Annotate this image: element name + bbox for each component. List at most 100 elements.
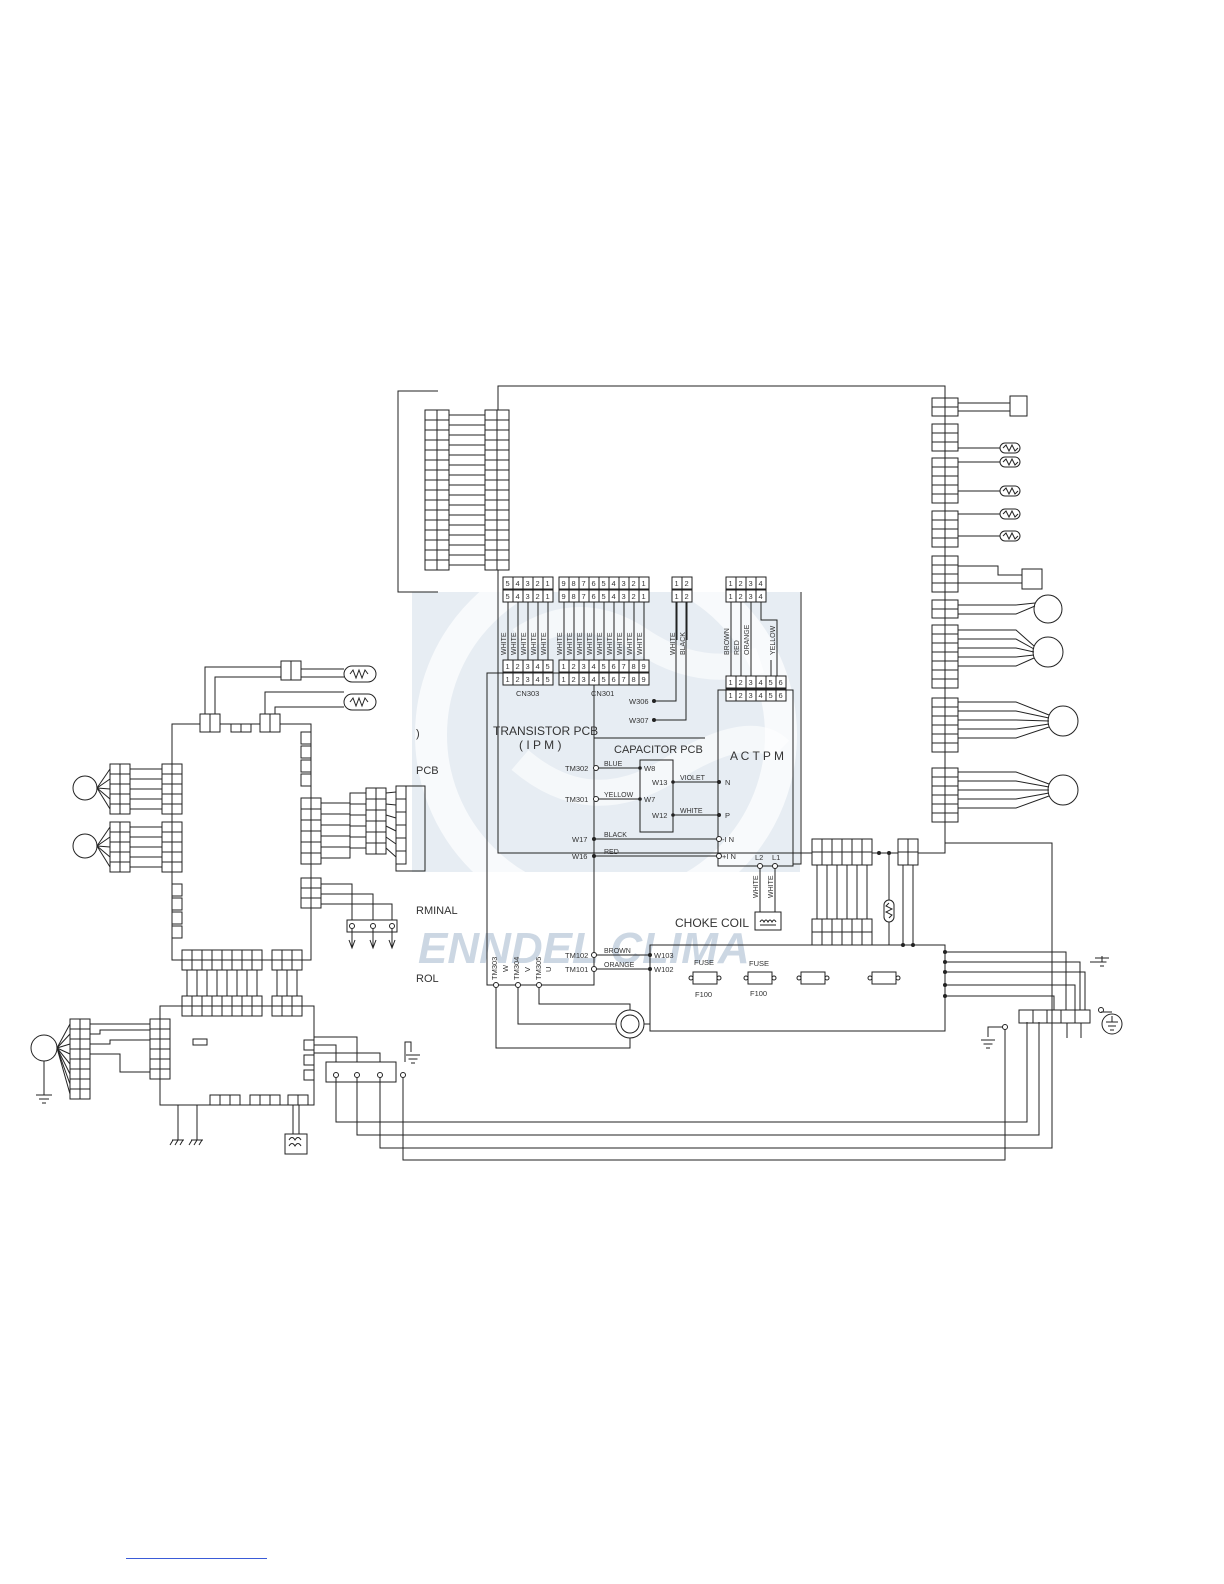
cn301-bot-pin-label: 6 [612, 662, 616, 671]
transformer [284, 1105, 308, 1155]
w102-label: W102 [654, 965, 674, 974]
cn301-top-pin-label: 8 [572, 579, 576, 588]
cn301-bot-pin-label: 5 [602, 662, 606, 671]
capacitor-pcb: CAPACITOR PCB W8 W7 W13 W12 [593, 737, 705, 985]
cn301-top2-pin-label: 2 [632, 592, 636, 601]
cn303-wire-label: WHITE [531, 632, 538, 655]
n-label: N [725, 778, 730, 787]
wpair-wire-label: WHITE [670, 632, 677, 655]
actpm-label: A C T P M [730, 749, 784, 763]
watermark-text: ENNDEL CLIMA [418, 924, 750, 973]
actpm-bot-pin-label: 2 [739, 678, 743, 687]
cn301-top-pin-label: 1 [642, 579, 646, 588]
cn301-bot2-pin-label: 7 [622, 675, 626, 684]
u-phase-label: U [544, 967, 553, 972]
ipm-label: ( I P M ) [519, 738, 561, 752]
cn301-wire-label: WHITE [597, 632, 604, 655]
tm304-label: TM304 [512, 957, 521, 980]
cn301-top-pin-label: 9 [562, 579, 566, 588]
cn303-bot2-pin-label: 3 [526, 675, 530, 684]
cn301-top-pin-label: 2 [632, 579, 636, 588]
cn301-bot2-pin-label: 8 [632, 675, 636, 684]
cn303-top-pin-label: 4 [516, 579, 520, 588]
capacitor-pcb-label: CAPACITOR PCB [614, 744, 703, 756]
actpm-bot-pin-label: 4 [759, 678, 763, 687]
ground-symbols [169, 956, 1123, 1146]
actpm-module: A C T P M N P -I N +I N L2 L1 [716, 689, 794, 869]
cn303-top-pin-label: 2 [536, 579, 540, 588]
main-control-pcb [397, 385, 946, 854]
l1-label: L1 [772, 853, 780, 862]
cn301-top2-pin-label: 3 [622, 592, 626, 601]
cn301-bot-pin-label: 7 [622, 662, 626, 671]
cn301-top2-pin-label: 8 [572, 592, 576, 601]
cn301-bot-pin-label: 2 [572, 662, 576, 671]
w307-label: W307 [629, 716, 649, 725]
fuse-f100b [743, 971, 777, 985]
choke-coil: CHOKE COIL [675, 911, 782, 931]
cn301-top-pin-label: 3 [622, 579, 626, 588]
cn303-wire-label: WHITE [541, 632, 548, 655]
cn303-bot2-pin-label: 2 [516, 675, 520, 684]
cn301-label: CN301 [591, 689, 614, 698]
cn303-top-pin [542, 576, 554, 590]
wpair-top2-pin-label: 2 [685, 592, 689, 601]
actpm-top-pin [755, 576, 767, 590]
wire-orange-label: ORANGE [604, 962, 635, 969]
f100b-label: F100 [750, 989, 767, 998]
compressor-motor [495, 987, 650, 1049]
actpm-bot2-pin-label: 5 [769, 691, 773, 700]
rol-label: ROL [416, 973, 439, 985]
actpm-bot2-pin-label: 3 [749, 691, 753, 700]
actpm-wire-label: BROWN [724, 628, 731, 655]
cn301-top-pin [638, 576, 650, 590]
wire-violet-label: VIOLET [680, 775, 706, 782]
actpm-top2-pin-label: 2 [739, 592, 743, 601]
actpm-top-pin-label: 4 [759, 579, 763, 588]
wire-brown-label: BROWN [604, 948, 631, 955]
w103-label: W103 [654, 951, 674, 960]
indoor-fan-motor [30, 1034, 58, 1104]
actpm-bot-pin-label: 6 [779, 678, 783, 687]
cn301-bot-pin-label: 8 [632, 662, 636, 671]
actpm-top-pin-label: 2 [739, 579, 743, 588]
wire-black-label: BLACK [604, 832, 627, 839]
w7-label: W7 [644, 795, 655, 804]
wpair-top-pin [681, 576, 693, 590]
wire-white-label: WHITE [680, 808, 703, 815]
p-label: P [725, 811, 730, 820]
cn301-bot-pin-label: 3 [582, 662, 586, 671]
cn303-top2-pin-label: 2 [536, 592, 540, 601]
cn301-top-pin-label: 4 [612, 579, 616, 588]
cn301-wire-label: WHITE [557, 632, 564, 655]
wpair-top2-pin-label: 1 [675, 592, 679, 601]
actpm-wire-label: RED [734, 640, 741, 655]
actpm-bot-pin [775, 675, 787, 689]
w-phase-label: W [501, 964, 510, 972]
cn303-bot-pin-label: 2 [516, 662, 520, 671]
footer-link[interactable] [126, 1558, 267, 1559]
cn303-wire-label: WHITE [511, 632, 518, 655]
cn303-bot2-pin [542, 672, 554, 686]
cn303-top-pin-label: 3 [526, 579, 530, 588]
cn303-label: CN303 [516, 689, 539, 698]
l2-label: L2 [755, 853, 763, 862]
tm305-label: TM305 [534, 957, 543, 980]
cn303-bot-pin-label: 1 [506, 662, 510, 671]
cn301-wire-label: WHITE [607, 632, 614, 655]
cn303-bot2-pin-label: 5 [546, 675, 550, 684]
cn301-bot2-pin-label: 9 [642, 675, 646, 684]
cn303-top2-pin-label: 3 [526, 592, 530, 601]
tm101-label: TM101 [565, 965, 588, 974]
transistor-pcb-label: TRANSISTOR PCB [493, 724, 598, 738]
fuse2-label: FUSE [749, 959, 769, 968]
cn301-top-pin-label: 5 [602, 579, 606, 588]
cn301-top2-pin-label: 9 [562, 592, 566, 601]
w12-label: W12 [652, 811, 667, 820]
